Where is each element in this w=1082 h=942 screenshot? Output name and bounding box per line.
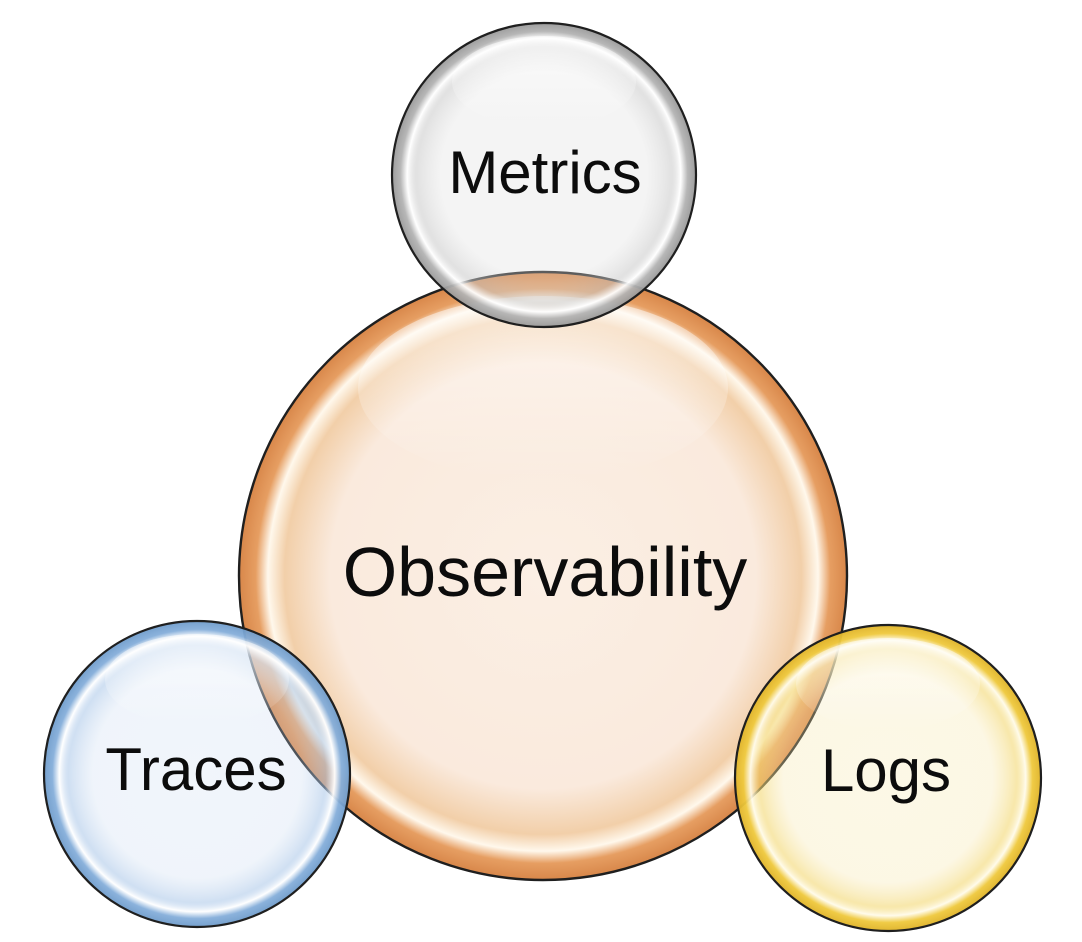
logs-bubble: Logs [733, 623, 1043, 933]
logs-gloss-highlight [796, 638, 980, 730]
metrics-label: Metrics [448, 139, 641, 206]
metrics-gloss-highlight [452, 36, 636, 128]
traces-bubble: Traces [42, 619, 352, 929]
traces-label: Traces [105, 736, 286, 803]
metrics-bubble: Metrics [390, 21, 698, 329]
traces-gloss-highlight [105, 634, 289, 726]
observability-bubble: Observability [237, 270, 849, 882]
logs-label: Logs [821, 737, 951, 804]
observability-gloss-highlight [358, 296, 728, 480]
observability-label: Observability [343, 533, 748, 611]
